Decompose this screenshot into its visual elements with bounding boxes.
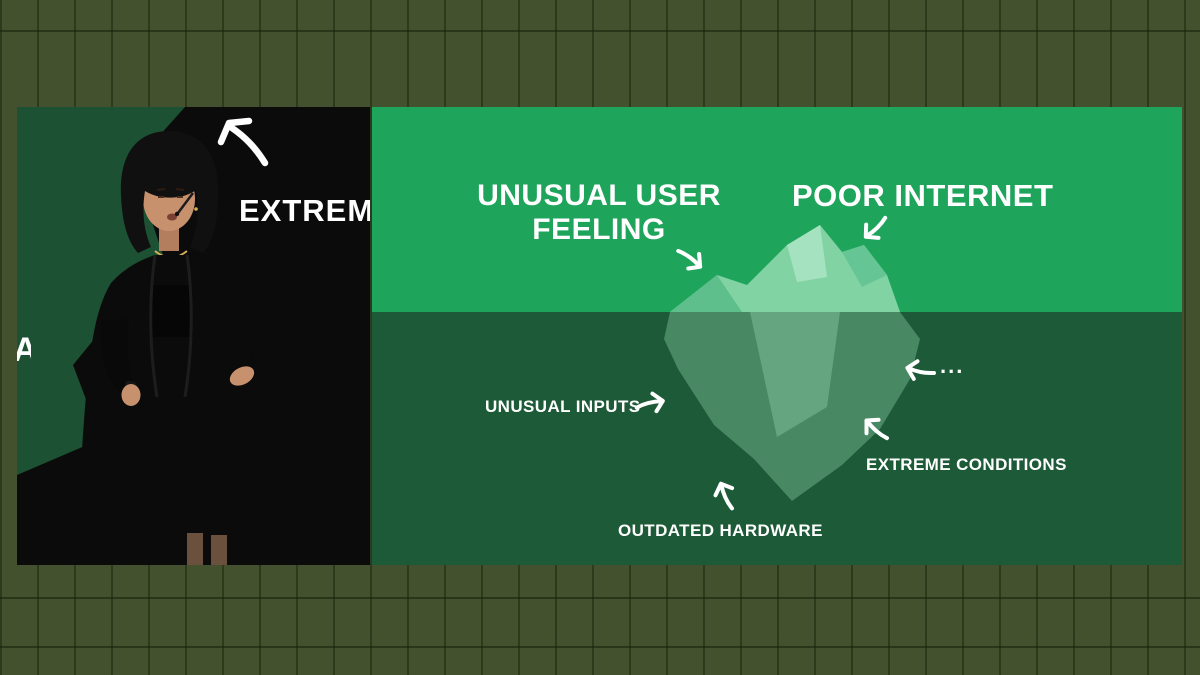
label-ellipsis: ... [940, 353, 965, 378]
grid-horizontal-line [0, 30, 1200, 32]
background-slide-text-partial: A [17, 331, 31, 369]
eyebrows [156, 188, 185, 191]
iceberg-graphic [664, 225, 920, 501]
arrow-up-icon [708, 475, 742, 515]
neck [159, 225, 179, 251]
iceberg-facet-bright [787, 225, 827, 282]
speaker-figure [17, 107, 261, 565]
label-poor-internet: POOR INTERNET [792, 178, 1054, 213]
left-arm [100, 319, 139, 399]
iceberg-below-water [664, 312, 920, 501]
speaker-video-panel: EXTREM A [17, 107, 370, 565]
label-unusual-inputs: UNUSUAL INPUTS [485, 397, 641, 416]
label-unusual-user-feeling: UNUSUAL USER FEELING [477, 179, 721, 246]
arrow-left-icon [899, 355, 938, 387]
arrow-up-left-icon [215, 115, 273, 174]
mic-capsule [174, 211, 180, 217]
label-extreme-conditions: EXTREME CONDITIONS [866, 455, 1067, 474]
grid-horizontal-line [0, 597, 1200, 599]
grid-horizontal-line [0, 646, 1200, 648]
left-hand [121, 384, 141, 406]
iceberg-facet-right [842, 245, 887, 287]
headset-mic-icon [177, 192, 194, 214]
iceberg-facet-left [670, 275, 742, 312]
camisole [149, 285, 193, 337]
earring [194, 207, 198, 211]
background-slide-text: EXTREM [239, 193, 370, 228]
mouth [167, 213, 177, 221]
iceberg-above-water [670, 225, 900, 312]
arrow-down-right-icon [670, 239, 711, 279]
slide-panel: UNUSUAL USER FEELING POOR INTERNET UNUSU… [372, 107, 1182, 565]
iceberg-below-facet [750, 312, 840, 437]
right-arm [206, 285, 252, 381]
hair [120, 131, 219, 253]
arrow-down-left-icon [854, 209, 895, 249]
arrow-up-left-icon [854, 408, 895, 449]
lapels [149, 254, 193, 398]
leg [211, 535, 227, 565]
leg [187, 533, 203, 565]
label-outdated-hardware: OUTDATED HARDWARE [618, 521, 823, 540]
right-hand [229, 366, 255, 386]
below-water-region [372, 312, 1182, 565]
arrow-right-icon [632, 388, 670, 418]
